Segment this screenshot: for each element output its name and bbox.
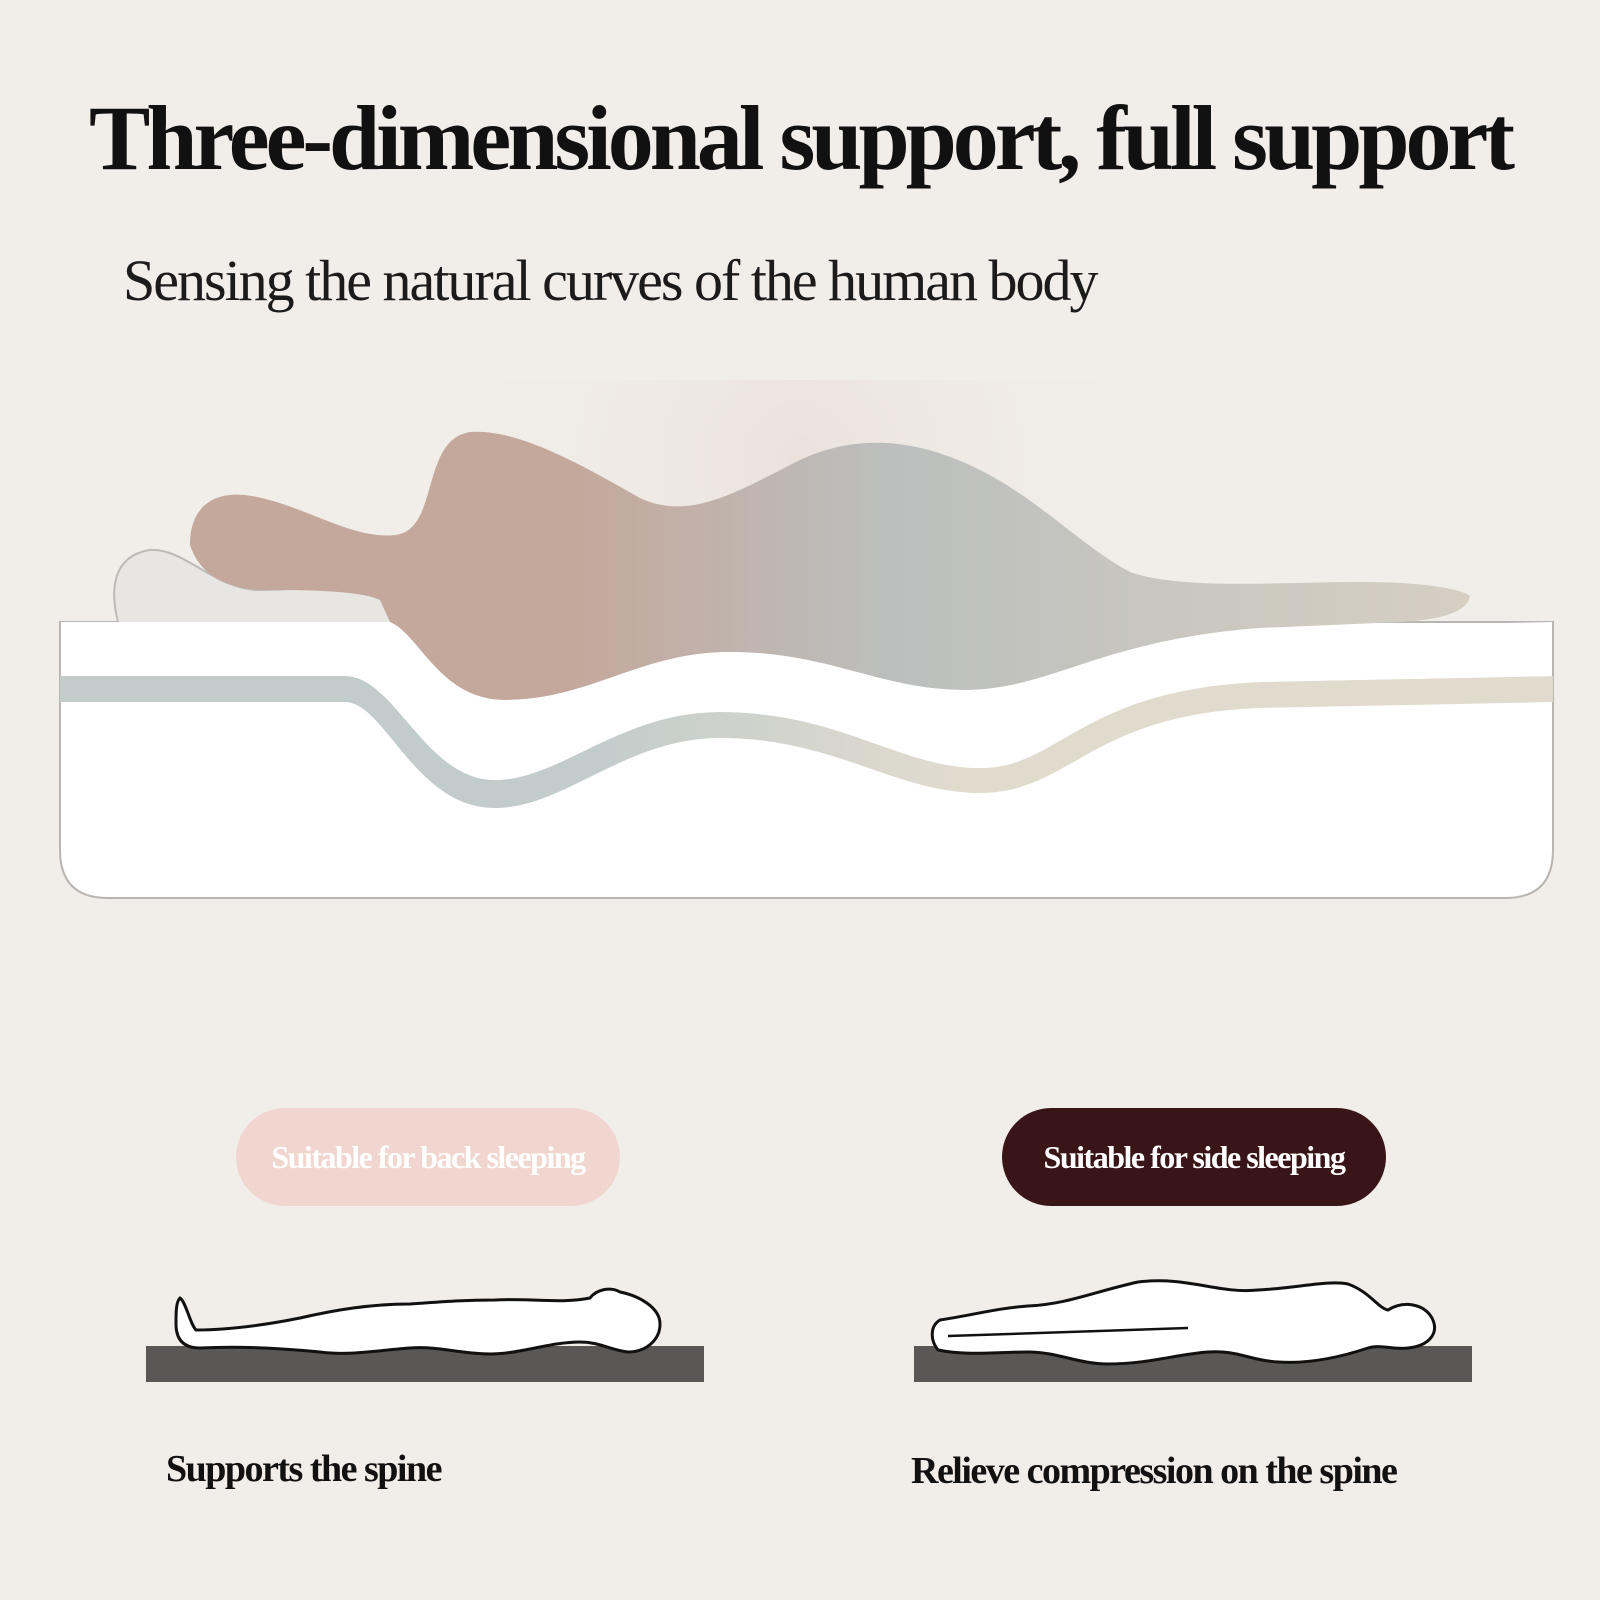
- back-sleeper-outline-icon: [146, 1287, 704, 1382]
- mattress-body-contour-illustration: [59, 380, 1554, 899]
- caption-side-sleeping: Relieve compression on the spine: [911, 1450, 1398, 1492]
- badge-back-sleeping: Suitable for back sleeping: [236, 1108, 620, 1206]
- caption-back-sleeping: Supports the spine: [166, 1448, 442, 1490]
- side-sleeper-outline-icon: [914, 1279, 1472, 1382]
- page-title: Three-dimensional support, full support: [89, 87, 1515, 189]
- body-silhouette: [190, 431, 1470, 700]
- badge-side-sleeping: Suitable for side sleeping: [1002, 1108, 1386, 1206]
- page-subtitle: Sensing the natural curves of the human …: [123, 248, 1098, 313]
- mattress-layer-stripe: [60, 676, 1553, 808]
- mattress-top-cover: [60, 622, 1553, 780]
